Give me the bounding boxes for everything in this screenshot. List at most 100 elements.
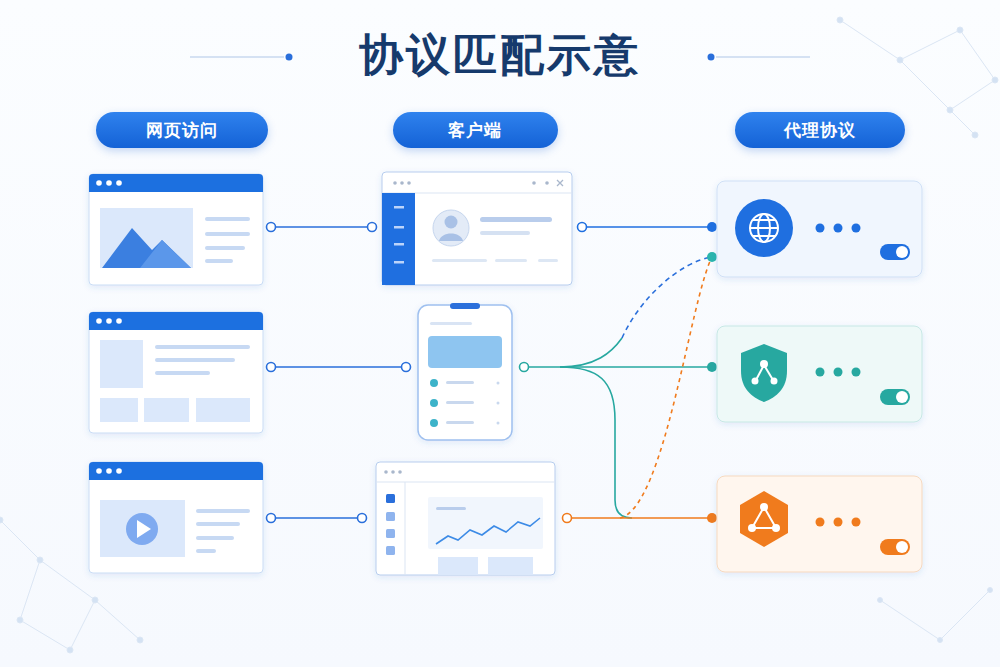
web-page-card-part bbox=[89, 174, 263, 192]
web-page-card-part bbox=[89, 321, 263, 330]
background-network-part bbox=[40, 560, 95, 600]
desktop-client-content-part bbox=[394, 261, 404, 264]
web-client-wire-part bbox=[276, 226, 367, 228]
web-page-content-part bbox=[155, 371, 210, 375]
web-page-card-part bbox=[89, 471, 263, 480]
client-proxy-wire-part bbox=[620, 257, 712, 518]
column-header-pill: 网页访问 bbox=[96, 112, 268, 148]
dashboard-client-content-part bbox=[391, 470, 395, 474]
client-proxy-wire-part bbox=[587, 226, 710, 228]
proxy-card-part bbox=[717, 326, 922, 422]
web-page-content-part bbox=[137, 520, 151, 538]
background-network-part bbox=[947, 107, 953, 113]
dashboard-client-window bbox=[376, 462, 555, 575]
proxy-card-content-part bbox=[772, 524, 780, 532]
dashboard-client-content bbox=[376, 470, 555, 575]
proxy-card-content bbox=[741, 344, 910, 405]
desktop-client-content-part bbox=[400, 181, 404, 185]
client-proxy-wire bbox=[529, 227, 712, 518]
web-client-wire-part bbox=[358, 514, 367, 523]
diagram-title: 协议匹配示意 bbox=[0, 26, 1000, 85]
mobile-client-phone bbox=[418, 305, 512, 440]
proxy-card-content-part bbox=[748, 524, 756, 532]
web-client-wire-part bbox=[267, 363, 276, 372]
web-client-wire-part bbox=[276, 517, 357, 519]
web-page-content-part bbox=[144, 398, 189, 422]
client-proxy-wire-part bbox=[560, 338, 622, 367]
background-network-part bbox=[70, 600, 95, 650]
background-network-part bbox=[938, 638, 943, 643]
web-page-content-part bbox=[100, 208, 193, 268]
background-network-part bbox=[960, 30, 995, 80]
desktop-client-content-part bbox=[432, 259, 487, 262]
proxy-card-content-part bbox=[750, 214, 778, 242]
web-page-content-part bbox=[100, 340, 143, 388]
wire-terminal-part bbox=[707, 222, 717, 232]
background-network-part bbox=[67, 647, 73, 653]
title-rule-part bbox=[716, 56, 810, 58]
web-page-content bbox=[96, 318, 250, 422]
desktop-client-content-part bbox=[393, 181, 397, 185]
web-page-content-part bbox=[205, 246, 245, 250]
proxy-card-content-part-part bbox=[750, 214, 778, 242]
proxy-card bbox=[717, 181, 922, 277]
proxy-card-content-part-part bbox=[750, 227, 778, 229]
mobile-client-content-part bbox=[446, 401, 474, 404]
mobile-client-content bbox=[428, 303, 502, 427]
mobile-client-content-part bbox=[450, 303, 480, 309]
web-page-content-part bbox=[205, 259, 233, 263]
dashboard-client-content-part bbox=[436, 507, 466, 510]
proxy-card bbox=[717, 476, 922, 572]
desktop-client-content-part bbox=[538, 259, 558, 262]
web-page-content-part bbox=[126, 513, 158, 545]
header-label: 网页访问 bbox=[146, 119, 218, 142]
wire-terminal-part bbox=[520, 363, 529, 372]
proxy-card-content bbox=[735, 199, 910, 260]
web-page-content-part bbox=[140, 240, 191, 268]
background-network-part bbox=[880, 600, 940, 640]
web-page-content-part bbox=[106, 318, 112, 324]
background-network-part bbox=[17, 617, 23, 623]
web-page-card bbox=[89, 312, 263, 433]
dashboard-client-content-part bbox=[438, 557, 478, 575]
proxy-card-content bbox=[740, 491, 910, 555]
background-network-part bbox=[95, 600, 140, 640]
background-network-part bbox=[900, 60, 950, 110]
dashboard-client-content-part bbox=[386, 529, 395, 538]
web-page-content-part bbox=[116, 318, 122, 324]
web-client-wire-part bbox=[267, 223, 276, 232]
desktop-client-content-part bbox=[394, 243, 404, 246]
wire-terminal-part bbox=[563, 514, 572, 523]
title-rule-part bbox=[190, 56, 284, 58]
wire-terminal-part bbox=[707, 252, 717, 262]
proxy-card-part bbox=[717, 476, 922, 572]
web-page-content-part bbox=[196, 536, 234, 540]
column-header-pill: 代理协议 bbox=[735, 112, 905, 148]
proxy-card-content-part bbox=[880, 389, 910, 405]
proxy-card-content-part bbox=[834, 368, 843, 377]
mobile-client-content-part bbox=[446, 381, 474, 384]
background-network-part bbox=[950, 80, 995, 110]
web-client-wire-part bbox=[276, 366, 401, 368]
proxy-card-content-part bbox=[896, 246, 908, 258]
mobile-client-content-part bbox=[430, 399, 438, 407]
column-header-pill: 客户端 bbox=[393, 112, 558, 148]
web-page-content-part bbox=[96, 468, 102, 474]
dashboard-client-window-part bbox=[376, 462, 555, 575]
web-page-content-part bbox=[100, 500, 185, 557]
wire-terminal bbox=[520, 222, 718, 523]
proxy-card-content-part bbox=[816, 224, 825, 233]
background-network-part bbox=[950, 110, 975, 135]
proxy-card-content-part bbox=[834, 224, 843, 233]
proxy-card-content-part bbox=[760, 503, 768, 511]
desktop-client-content-part bbox=[439, 234, 463, 242]
proxy-card-content-part bbox=[852, 518, 861, 527]
web-page-content-part bbox=[96, 180, 102, 186]
desktop-client-content-part bbox=[532, 181, 536, 185]
background-network-part bbox=[0, 517, 3, 523]
dashboard-client-content-part bbox=[405, 482, 406, 575]
wire-terminal-part bbox=[578, 223, 587, 232]
proxy-card-content-part bbox=[896, 391, 908, 403]
proxy-card bbox=[717, 326, 922, 422]
